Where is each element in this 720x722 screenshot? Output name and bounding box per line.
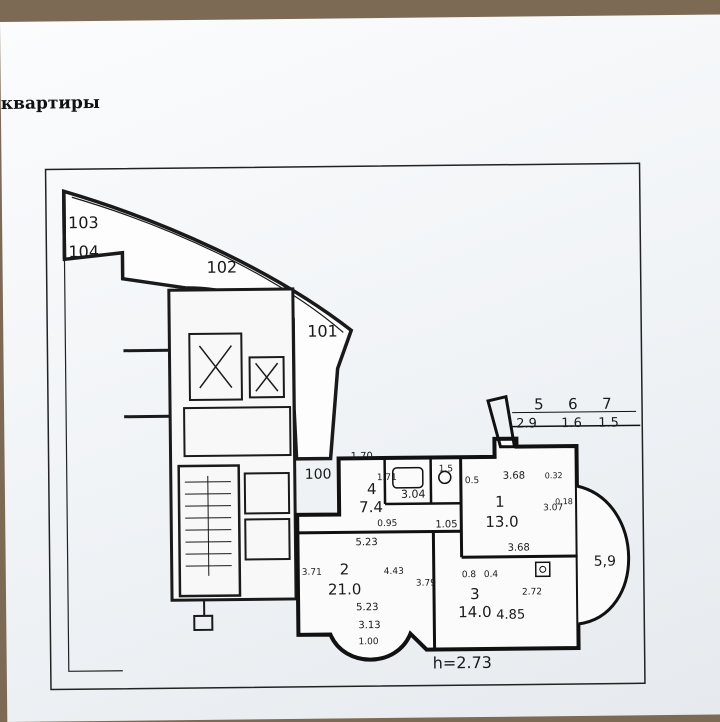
apartment-outline [296,438,578,660]
legend-room-5: 5 [534,395,544,413]
room-2-number: 2 [340,560,350,578]
room-3-dim-b: 0.4 [484,570,499,580]
legend-area-7: 1.5 [598,416,619,431]
ceiling-height-note: h=2.73 [433,653,492,673]
legend-area-5: 2.9 [516,416,537,431]
room-2-dim-left: 3.71 [302,568,322,578]
room-1-dim-side-c: 0.18 [555,497,573,506]
bath-dim-a: 1.5 [439,464,453,474]
room-1-dim-bottom: 3.68 [507,542,529,553]
room-3-dim-a: 0.8 [462,570,477,580]
room-3-dim-right: 4.85 [496,608,525,623]
legend-room-6: 6 [568,395,578,413]
bath-width: 3.04 [401,488,426,501]
area-100: 100 [305,467,332,483]
room-3-dim-side: 2.72 [522,587,542,597]
room-2-dim-right: 3.79 [416,578,436,588]
loggia-area: 5,9 [594,554,616,570]
room-2-area: 21.0 [328,580,362,598]
room-4-dim-b: 1.71 [377,473,397,483]
room-4-dim-c: 0.95 [377,519,397,529]
area-104: 104 [68,242,99,261]
room-2-dim-center: 4.43 [384,567,404,577]
legend-room-7: 7 [602,395,612,413]
area-102: 102 [206,258,237,277]
left-boundary [64,259,122,672]
room-4-dim-d: 1.05 [435,519,457,530]
floor-plan: 5 2.9 6 1.6 7 1.5 103 104 102 101 100 1.… [0,14,720,722]
legend-box: 5 2.9 6 1.6 7 1.5 [510,394,640,431]
room-1-dim-top: 3.68 [503,471,525,482]
room-3-number: 3 [470,585,480,603]
room-2-dim-top: 5.23 [355,537,377,548]
room-1-dim-side-b: 0.32 [545,471,563,480]
room-2-dim-bottom: 3.13 [358,620,380,631]
area-101: 101 [307,321,338,340]
room-4-number: 4 [367,480,377,498]
room-2-dim-mid: 5.23 [356,602,378,613]
room-4-dim-a: 1.70 [351,451,373,462]
room-1-number: 1 [495,493,505,511]
room-4-area: 7.4 [359,498,383,516]
bath-dim-b: 0.5 [465,476,479,486]
area-103: 103 [68,213,99,232]
legend-area-6: 1.6 [561,416,582,431]
room-2-dim-bay: 1.00 [358,637,378,647]
room-1-area: 13.0 [485,513,519,531]
paper-sheet: квартиры [0,14,720,722]
room-3-area: 14.0 [458,603,492,621]
stair-lift-core [169,289,296,600]
